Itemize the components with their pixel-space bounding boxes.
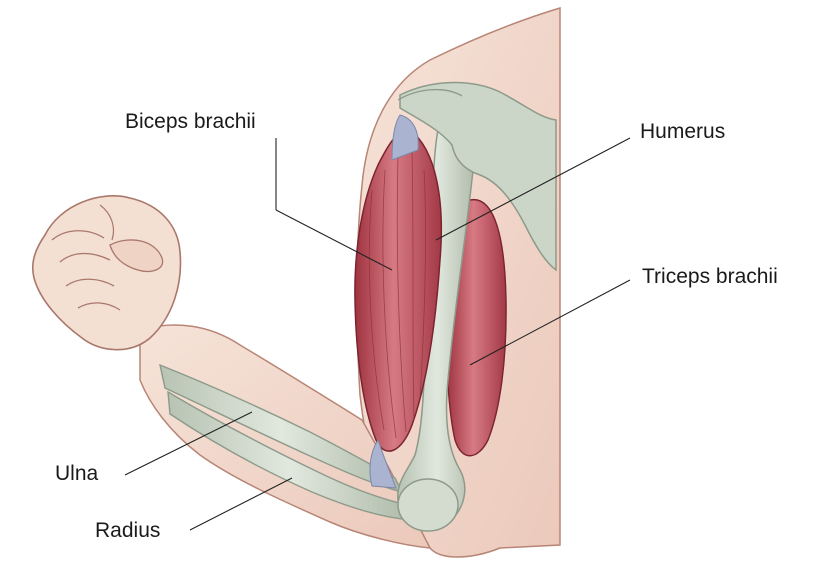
label-radius: Radius <box>95 519 160 542</box>
label-biceps-brachii: Biceps brachii <box>125 110 256 133</box>
radius-leader <box>190 478 292 530</box>
fist <box>33 196 181 350</box>
elbow-joint <box>398 479 458 531</box>
label-ulna: Ulna <box>55 462 99 485</box>
label-triceps-brachii: Triceps brachii <box>642 265 778 288</box>
label-humerus: Humerus <box>640 120 725 143</box>
